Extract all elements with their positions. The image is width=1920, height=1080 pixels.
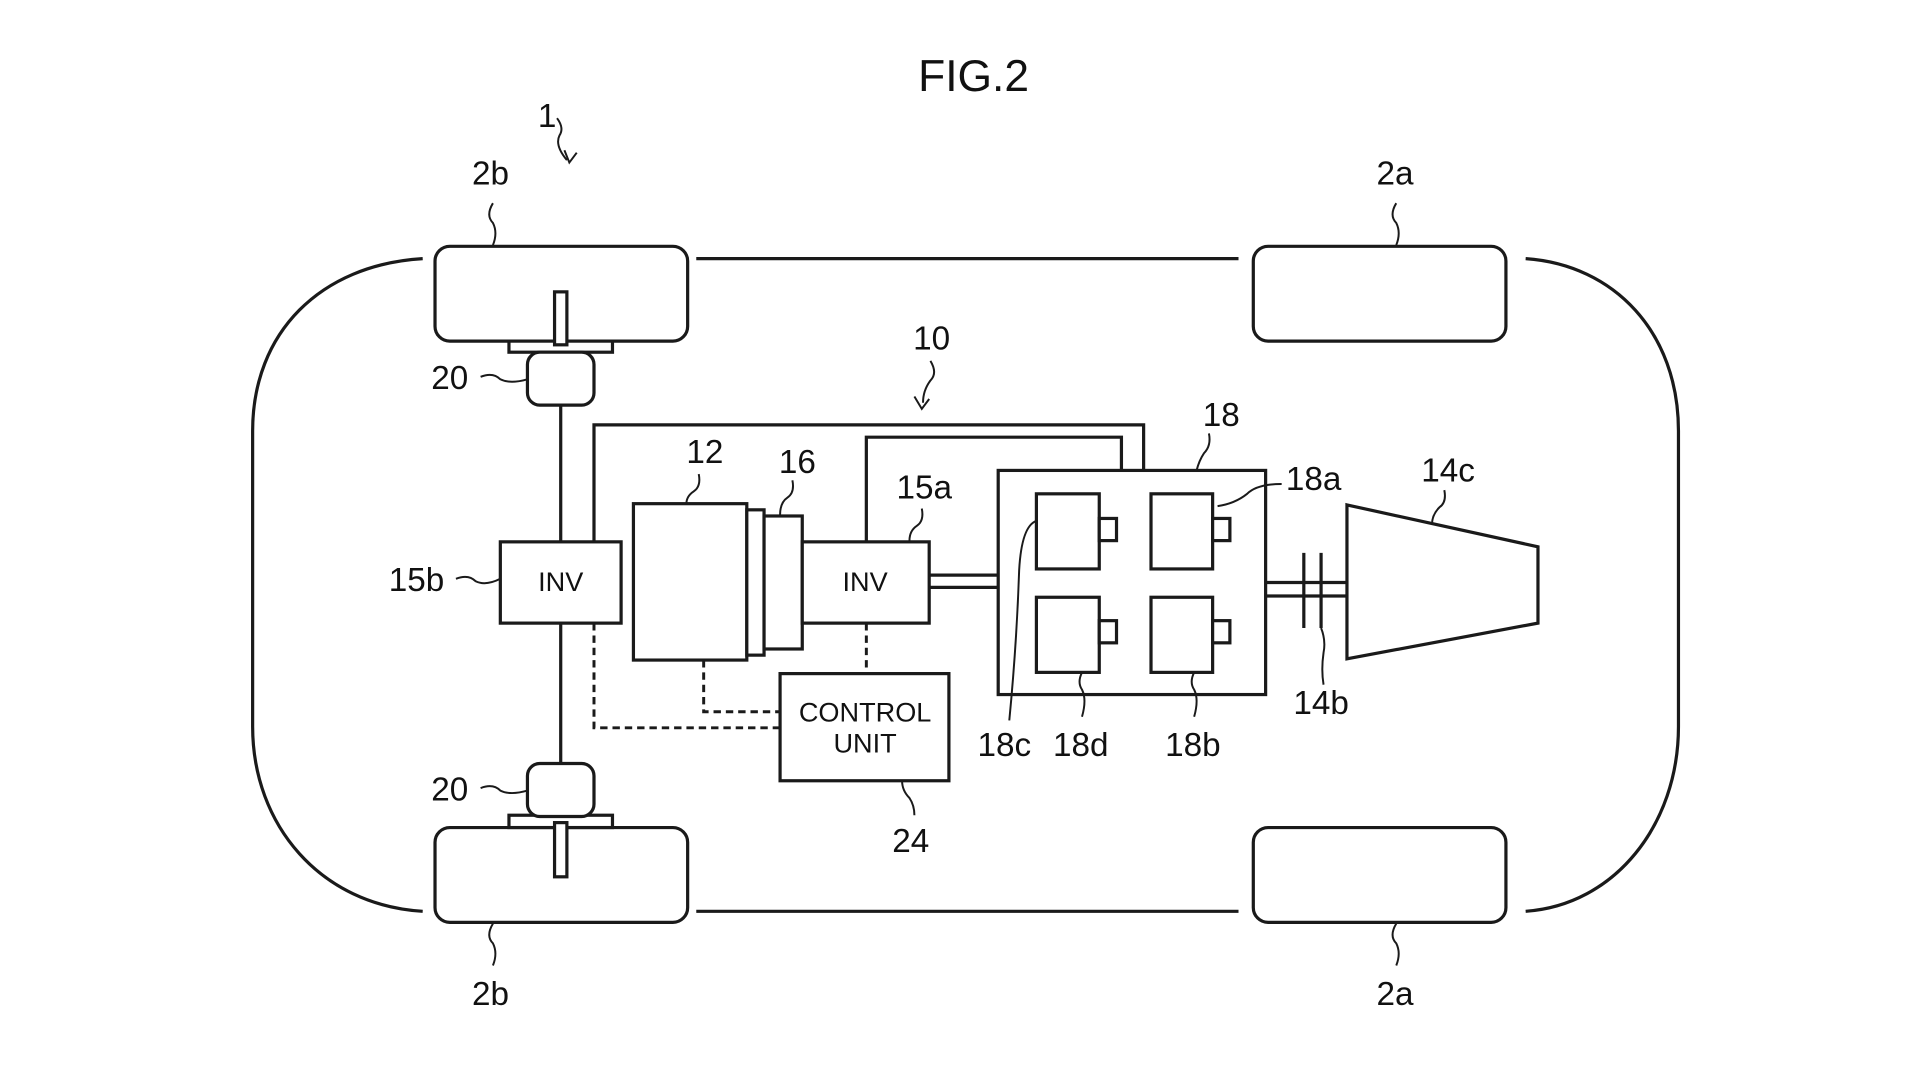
control-unit-line1: CONTROL xyxy=(799,697,932,728)
label-control-unit: 24 xyxy=(892,823,929,860)
in-wheel-unit-top xyxy=(525,350,596,407)
hub-shaft-top xyxy=(552,290,569,347)
battery-module-b xyxy=(1149,595,1232,674)
label-engine: 14c xyxy=(1421,453,1475,490)
inverter-rear-box xyxy=(498,540,623,625)
label-inverter-front: 15a xyxy=(897,470,953,507)
control-unit-line2: UNIT xyxy=(833,727,896,758)
engine-shape xyxy=(1345,502,1540,661)
label-vehicle: 1 xyxy=(538,98,557,135)
in-wheel-unit-bottom xyxy=(525,761,596,819)
inverter-front-text: INV xyxy=(843,566,888,597)
battery-module-a xyxy=(1149,492,1232,571)
power-line-inner xyxy=(864,435,1124,542)
signal-line-motor xyxy=(702,660,781,714)
inverter-front-box xyxy=(800,540,931,625)
label-clutch: 14b xyxy=(1293,685,1349,722)
vehicle-body-outline xyxy=(251,257,1681,913)
power-line-outer xyxy=(592,423,1146,542)
front-wheel-bottom xyxy=(1251,825,1508,924)
label-rear-wheel-bottom: 2b xyxy=(472,976,509,1013)
label-inverter-rear: 15b xyxy=(389,562,445,599)
battery-module-c xyxy=(1034,492,1119,571)
inverter-rear-text: INV xyxy=(538,566,583,597)
label-battery-module-a: 18a xyxy=(1286,461,1342,498)
label-front-wheel-top: 2a xyxy=(1377,156,1415,193)
hub-shaft-bottom xyxy=(552,821,569,879)
label-in-wheel-unit-bottom: 20 xyxy=(431,771,468,808)
label-system: 10 xyxy=(913,321,950,358)
reducer-box xyxy=(762,514,804,651)
label-battery-module-d: 18d xyxy=(1053,727,1109,764)
leader-lines xyxy=(455,202,1446,966)
motor-flange xyxy=(745,508,766,657)
leader-arrow-vehicle xyxy=(556,117,568,161)
label-motor: 12 xyxy=(686,434,723,471)
front-wheel-top xyxy=(1251,244,1508,343)
label-in-wheel-unit-top: 20 xyxy=(431,360,468,397)
label-battery-module-c: 18c xyxy=(978,727,1032,764)
battery-module-d xyxy=(1034,595,1119,674)
figure-title: FIG.2 xyxy=(918,52,1029,101)
motor-box xyxy=(631,502,749,662)
signal-line-inv-rear xyxy=(592,623,781,730)
arrowhead-vehicle xyxy=(563,149,578,165)
label-rear-wheel-top: 2b xyxy=(472,156,509,193)
label-battery-pack: 18 xyxy=(1203,397,1240,434)
label-front-wheel-bottom: 2a xyxy=(1377,976,1415,1013)
label-battery-module-b: 18b xyxy=(1165,727,1221,764)
label-reducer: 16 xyxy=(779,444,816,481)
